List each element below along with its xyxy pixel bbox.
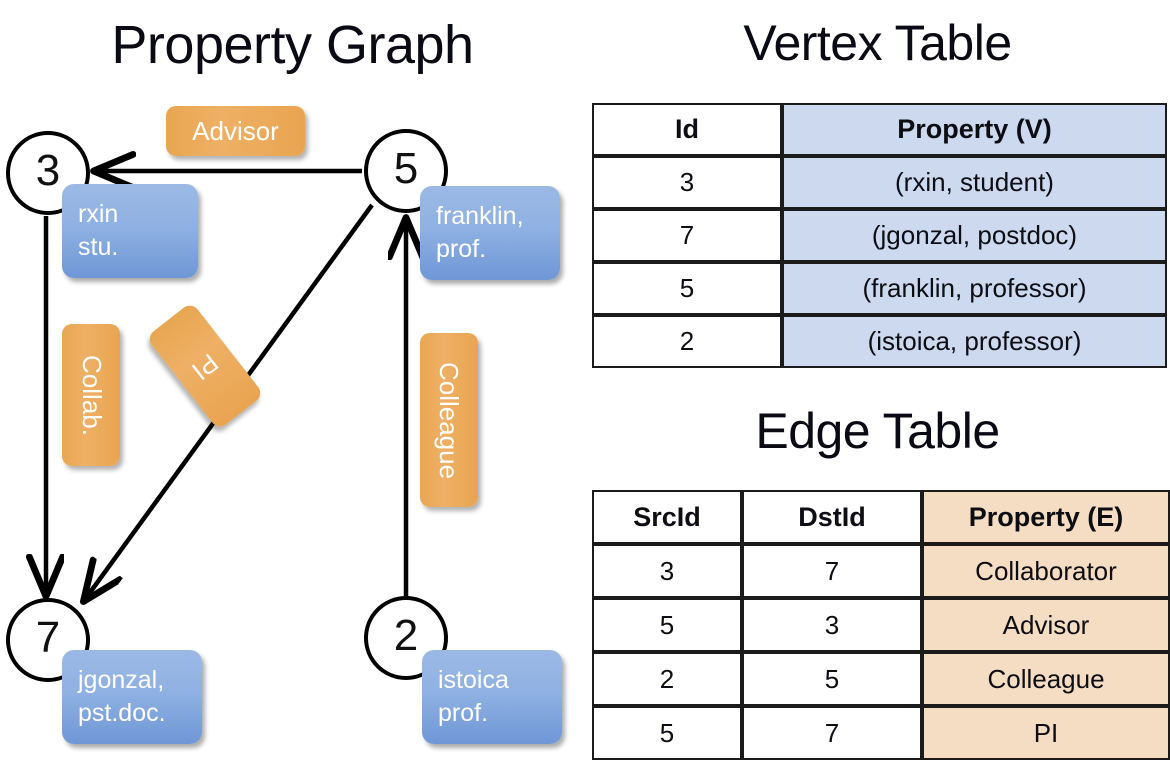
graph-node-3-label: 3 (35, 146, 61, 195)
graph-node-5-label: 5 (393, 144, 419, 193)
node-property-box-2[interactable]: istoica prof. (422, 650, 562, 744)
table-row[interactable]: 7 (jgonzal, postdoc) (592, 209, 1167, 262)
edge-label-advisor-text: Advisor (192, 115, 279, 146)
vertex-table-header-property: Property (V) (782, 103, 1167, 156)
vertex-cell-property: (rxin, student) (782, 156, 1167, 209)
edge-table-header-dstid: DstId (742, 490, 922, 544)
edge-label-collab-text: Collab. (76, 354, 107, 436)
edge-cell-property: Colleague (922, 652, 1170, 706)
edge-table-header-row: SrcId DstId Property (E) (592, 490, 1170, 544)
page-title-property-graph: Property Graph (111, 15, 474, 75)
vertex-cell-property: (jgonzal, postdoc) (782, 209, 1167, 262)
table-row[interactable]: 5 7 PI (592, 706, 1170, 760)
table-row[interactable]: 5 3 Advisor (592, 598, 1170, 652)
vertex-cell-property: (istoica, professor) (782, 315, 1167, 368)
edge-cell-dstid: 7 (742, 544, 922, 598)
vertex-cell-id: 5 (592, 262, 782, 315)
table-row[interactable]: 2 5 Colleague (592, 652, 1170, 706)
edge-cell-dstid: 3 (742, 598, 922, 652)
graph-node-7-label: 7 (35, 613, 61, 662)
node-property-box-7[interactable]: jgonzal, pst.doc. (62, 650, 202, 744)
table-row[interactable]: 5 (franklin, professor) (592, 262, 1167, 315)
node-property-line-2: prof. (436, 235, 487, 263)
edge-cell-property: Collaborator (922, 544, 1170, 598)
edge-label-colleague[interactable]: Colleague (420, 333, 478, 507)
node-property-line-2: stu. (78, 233, 119, 261)
edge-table-header-srcid: SrcId (592, 490, 742, 544)
graph-node-5[interactable]: 5 (364, 129, 448, 213)
vertex-cell-property: (franklin, professor) (782, 262, 1167, 315)
node-property-line-2: prof. (438, 699, 489, 727)
node-property-line-2: pst.doc. (78, 699, 166, 727)
edge-cell-dstid: 5 (742, 652, 922, 706)
node-property-line-1: jgonzal, (78, 666, 165, 694)
edge-cell-property: Advisor (922, 598, 1170, 652)
edge-table: SrcId DstId Property (E) 3 7 Collaborato… (592, 490, 1170, 760)
page-title-vertex-table: Vertex Table (743, 15, 1012, 71)
node-property-box-3[interactable]: rxin stu. (62, 184, 198, 278)
edge-label-colleague-text: Colleague (434, 361, 465, 479)
edge-cell-dstid: 7 (742, 706, 922, 760)
node-property-line-1: franklin, (436, 202, 524, 230)
vertex-cell-id: 2 (592, 315, 782, 368)
edge-cell-srcid: 3 (592, 544, 742, 598)
edge-table-header-property: Property (E) (922, 490, 1170, 544)
table-row[interactable]: 2 (istoica, professor) (592, 315, 1167, 368)
table-row[interactable]: 3 (rxin, student) (592, 156, 1167, 209)
node-property-line-1: rxin (78, 200, 119, 228)
vertex-table-header-id: Id (592, 103, 782, 156)
edge-label-pi-text: PI (186, 347, 225, 386)
edge-label-collab[interactable]: Collab. (62, 324, 120, 466)
graph-node-2[interactable]: 2 (364, 596, 448, 680)
edge-label-advisor[interactable]: Advisor (166, 106, 305, 156)
edge-cell-srcid: 2 (592, 652, 742, 706)
vertex-table: Id Property (V) 3 (rxin, student) 7 (jgo… (592, 103, 1167, 368)
node-property-box-5[interactable]: franklin, prof. (420, 186, 560, 280)
edge-cell-srcid: 5 (592, 706, 742, 760)
graph-node-2-label: 2 (393, 611, 419, 660)
edge-cell-property: PI (922, 706, 1170, 760)
vertex-cell-id: 3 (592, 156, 782, 209)
property-graph-diagram: 3 5 7 2 rxin stu. franklin, prof. jgonza… (6, 106, 562, 744)
vertex-table-header-row: Id Property (V) (592, 103, 1167, 156)
edge-cell-srcid: 5 (592, 598, 742, 652)
vertex-cell-id: 7 (592, 209, 782, 262)
node-property-line-1: istoica (438, 666, 509, 694)
page-title-edge-table: Edge Table (755, 403, 1000, 459)
table-row[interactable]: 3 7 Collaborator (592, 544, 1170, 598)
